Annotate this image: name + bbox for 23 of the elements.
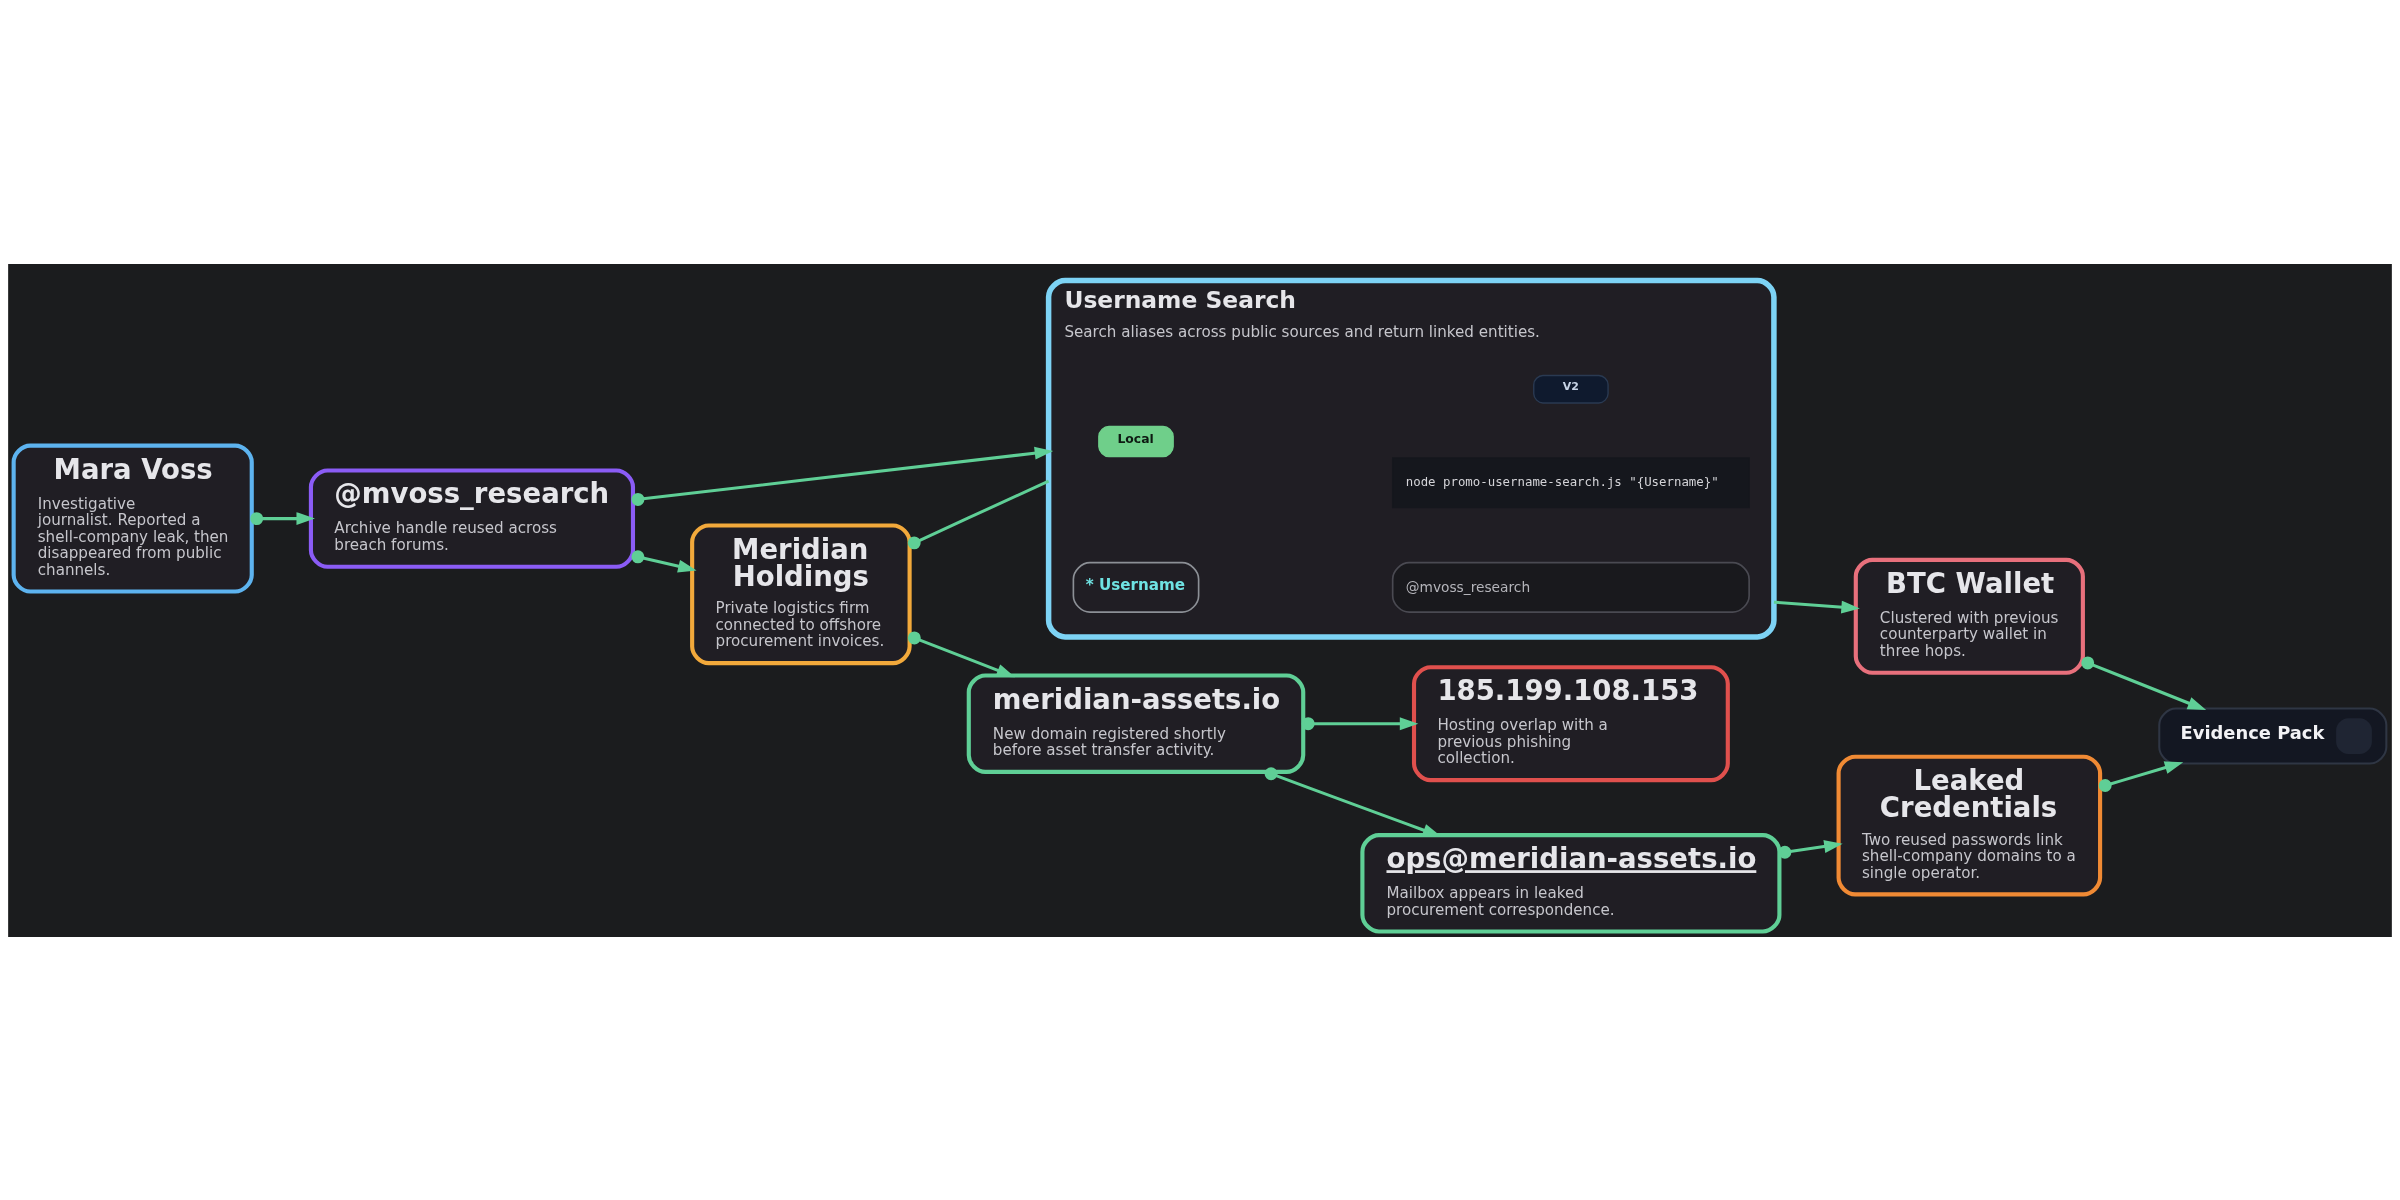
connector	[907, 479, 1050, 549]
node-box: Leaked Credentials Two reused passwords link shell-company domains to a single operator.	[1836, 754, 2103, 896]
arrow	[2098, 760, 2184, 792]
node-box: * Username	[1072, 561, 1200, 613]
node-box: Mara Voss Investigative journalist. Reported a shell-company leak, then disappeared from public channels.	[11, 443, 254, 594]
node-box: Evidence Pack	[2158, 707, 2388, 765]
arrow	[631, 446, 1054, 506]
arrow	[2081, 655, 2207, 710]
arrow	[631, 549, 697, 573]
node-box: Local	[1098, 425, 1174, 457]
node-box: meridian-assets.io New domain registered shortly before asset transfer activity.	[966, 672, 1306, 774]
arrow	[1778, 839, 1843, 859]
arrow	[907, 630, 1016, 677]
arrow	[250, 511, 315, 525]
node-box: @mvoss_research	[1391, 561, 1750, 613]
node-box: ops@meridian-assets.io Mailbox appears in leaked procurement correspondence.	[1360, 832, 1782, 934]
node-box: V2	[1533, 374, 1609, 404]
arrow	[1301, 716, 1419, 730]
node-box: BTC Wallet Clustered with previous counterparty wallet in three hops.	[1853, 557, 2085, 675]
node-box: 185.199.108.153 Hosting overlap with a previous phishing collection.	[1411, 664, 1730, 782]
arrow	[1773, 600, 1860, 614]
node-box: @mvoss_research Archive handle reused across breach forums.	[308, 467, 636, 569]
node-box: Meridian Holdings Private logistics firm connected to offshore procurement invoices.	[690, 522, 912, 665]
